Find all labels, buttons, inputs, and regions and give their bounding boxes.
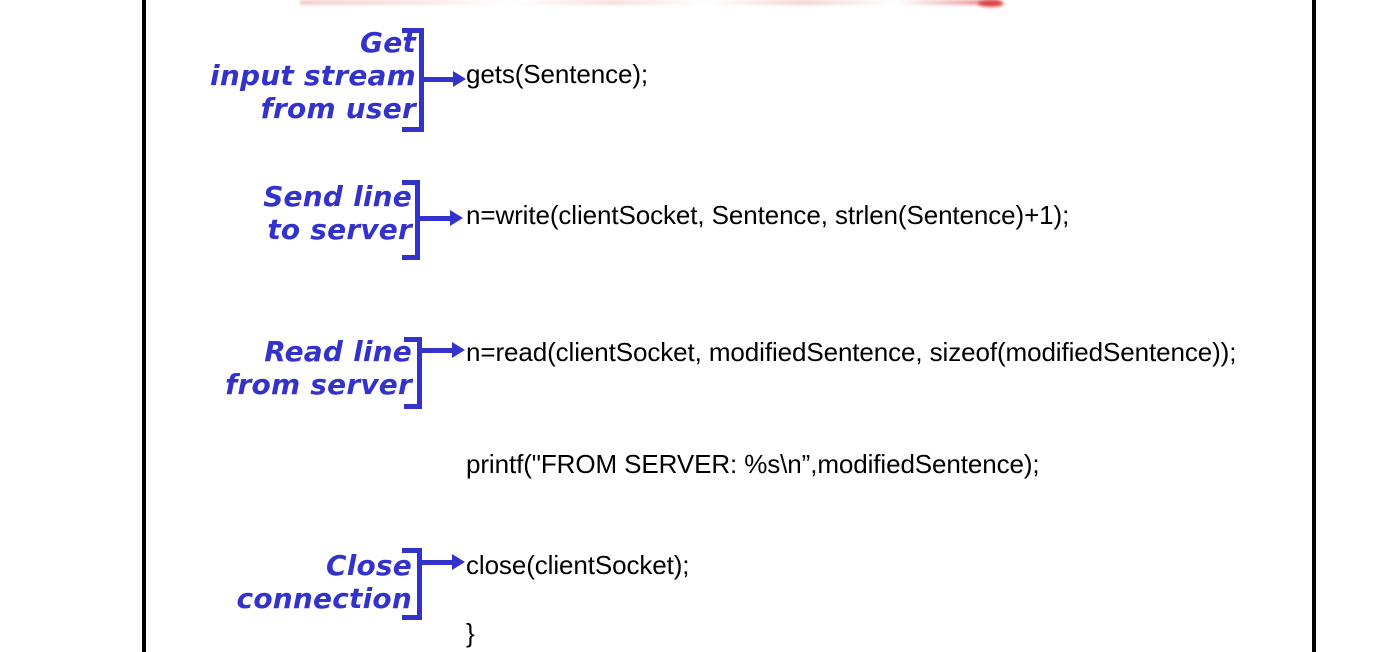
arrow-shaft-get-input-stream <box>422 77 455 82</box>
code-line-printf: printf("FROM SERVER: %s\n”,modifiedSente… <box>466 449 1040 479</box>
arrow-shaft-read-line <box>420 348 454 353</box>
annotation-line: Read line <box>264 335 412 368</box>
annotation-line: Send line <box>263 180 412 213</box>
arrow-head-close-connection <box>452 554 465 570</box>
arrow-shaft-send-line <box>418 216 452 221</box>
annotation-line: Get <box>360 26 416 59</box>
arrow-head-send-line <box>450 210 463 226</box>
bracket-close-connection <box>402 548 422 620</box>
bracket-get-input-stream <box>402 28 424 132</box>
annotation-line: from user <box>260 92 416 126</box>
annotation-read-line: Read line from server <box>146 335 412 411</box>
annotation-line: to server <box>267 213 412 247</box>
bracket-read-line <box>404 337 422 409</box>
slide-border-right <box>1312 0 1316 652</box>
annotation-get-input-stream: Get input stream from user <box>146 26 416 136</box>
slide-border-left <box>142 0 146 652</box>
code-line-read: n=read(clientSocket, modifiedSentence, s… <box>466 337 1237 367</box>
annotation-label-read-line: Read line from server <box>225 335 412 401</box>
annotation-line: from server <box>225 368 412 402</box>
annotation-label-close-connection: Close connection <box>237 549 412 615</box>
annotation-label-send-line: Send line to server <box>263 180 412 246</box>
annotation-close-connection: Close connection <box>146 549 412 625</box>
annotation-label-get-input-stream: Get input stream from user <box>210 26 416 125</box>
code-line-close: close(clientSocket); <box>466 550 690 580</box>
slide-content-area: Get input stream from user gets(Sentence… <box>146 0 1314 652</box>
code-line-gets: gets(Sentence); <box>466 59 649 89</box>
annotation-send-line: Send line to server <box>146 180 412 256</box>
arrow-head-get-input-stream <box>453 71 466 87</box>
code-line-write: n=write(clientSocket, Sentence, strlen(S… <box>466 200 1070 230</box>
annotation-line: input stream <box>210 59 416 93</box>
bracket-send-line <box>402 180 420 260</box>
arrow-shaft-close-connection <box>420 560 454 565</box>
annotation-line: Close <box>325 549 412 582</box>
arrow-head-read-line <box>452 342 465 358</box>
annotation-line: connection <box>236 582 412 616</box>
code-line-closing-brace: } <box>466 618 475 648</box>
